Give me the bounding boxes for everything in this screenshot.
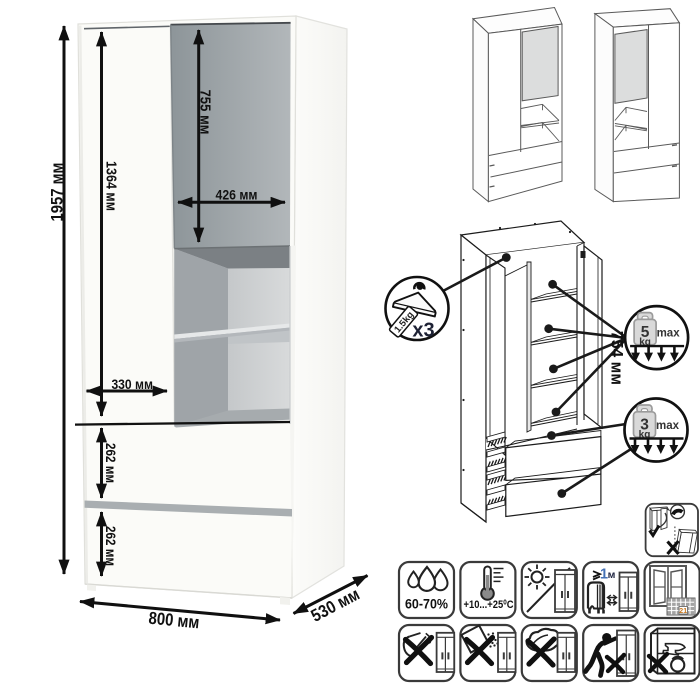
svg-text:1957 мм: 1957 мм <box>48 163 67 222</box>
svg-text:754 мм: 754 мм <box>608 331 626 385</box>
svg-text:kg: kg <box>639 337 651 348</box>
svg-text:max: max <box>657 328 681 340</box>
svg-text:3: 3 <box>640 417 649 434</box>
svg-text:1364 мм: 1364 мм <box>103 161 120 211</box>
svg-text:262 мм: 262 мм <box>103 526 119 566</box>
svg-text:530 мм: 530 мм <box>308 584 363 626</box>
svg-text:426 мм: 426 мм <box>216 188 258 203</box>
svg-text:max: max <box>656 420 680 432</box>
svg-text:kg: kg <box>639 430 651 441</box>
svg-text:262 мм: 262 мм <box>103 443 119 483</box>
svg-text:60-70%: 60-70% <box>405 597 448 612</box>
svg-text:x3: x3 <box>412 320 434 342</box>
svg-text:755 мм: 755 мм <box>197 90 214 135</box>
svg-text:330 мм: 330 мм <box>111 376 153 392</box>
svg-text:5: 5 <box>641 324 650 341</box>
svg-text:1: 1 <box>600 567 608 583</box>
svg-text:м: м <box>608 569 616 581</box>
svg-text:21: 21 <box>679 608 687 615</box>
svg-text:+10...+250C: +10...+250C <box>464 598 514 612</box>
svg-text:800 мм: 800 мм <box>148 608 201 633</box>
